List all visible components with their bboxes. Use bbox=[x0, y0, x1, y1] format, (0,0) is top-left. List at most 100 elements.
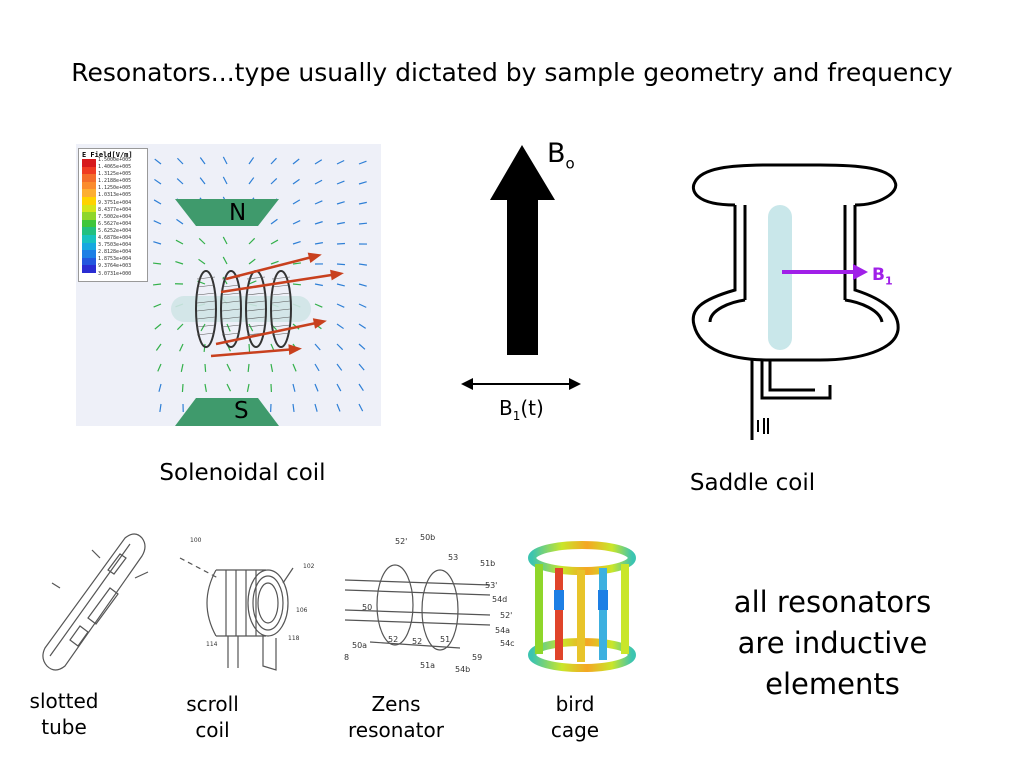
north-pole-label: N bbox=[229, 200, 247, 226]
zens-ref-label: 53 bbox=[448, 553, 458, 562]
field-vector bbox=[158, 383, 162, 392]
field-vector bbox=[176, 323, 184, 331]
field-vector bbox=[200, 323, 206, 332]
field-vector bbox=[314, 363, 320, 372]
field-vector bbox=[152, 283, 162, 286]
inductive-elements-note: all resonators are inductive elements bbox=[733, 585, 932, 701]
field-vector bbox=[159, 403, 162, 413]
coil-turn bbox=[195, 270, 217, 348]
field-vector bbox=[204, 383, 207, 392]
zens-ref-label: 8 bbox=[344, 653, 349, 662]
field-vector bbox=[358, 283, 367, 287]
legend-swatch bbox=[82, 189, 96, 197]
field-vector bbox=[358, 303, 367, 308]
scroll-coil-drawing: 100 102 106 114 118 bbox=[179, 537, 315, 671]
field-vector bbox=[292, 240, 301, 245]
coil-turn bbox=[270, 270, 292, 348]
b1-label: B1 bbox=[872, 265, 893, 288]
legend-swatch bbox=[82, 174, 96, 182]
field-vector bbox=[175, 239, 184, 245]
field-vector bbox=[292, 283, 302, 286]
field-vector bbox=[336, 263, 346, 266]
field-vector bbox=[248, 177, 255, 185]
zens-ref-label: 50b bbox=[420, 533, 435, 542]
field-vector bbox=[198, 238, 206, 245]
field-vector bbox=[314, 403, 318, 412]
field-vector bbox=[314, 221, 323, 225]
field-arrow-red bbox=[220, 272, 339, 294]
field-vector bbox=[336, 363, 343, 371]
zens-resonator-drawing: 52'50b5351b53'54d52'54a54c5954b51a515252… bbox=[344, 533, 515, 674]
field-vector bbox=[248, 280, 257, 285]
field-vector bbox=[292, 220, 301, 225]
scroll-ref-label: 102 bbox=[303, 563, 315, 570]
legend-value: 1.1250e+005 bbox=[98, 185, 132, 192]
field-vector bbox=[248, 237, 256, 245]
solenoid-caption: Solenoidal coil bbox=[159, 460, 326, 486]
scroll-ref-label: 106 bbox=[296, 607, 308, 614]
zens-ref-label: 52 bbox=[388, 635, 398, 644]
field-vector bbox=[314, 383, 319, 392]
field-vector bbox=[179, 343, 184, 352]
legend-swatch bbox=[82, 181, 96, 190]
field-vector bbox=[358, 201, 367, 205]
legend-swatch bbox=[82, 219, 96, 228]
field-vector bbox=[336, 383, 342, 392]
legend-swatch bbox=[82, 196, 96, 205]
field-vector bbox=[358, 222, 368, 225]
field-vector bbox=[358, 263, 368, 266]
field-vector bbox=[314, 159, 323, 165]
legend-swatch bbox=[82, 212, 96, 220]
field-vector bbox=[336, 403, 341, 412]
field-vector bbox=[270, 363, 274, 372]
field-vector bbox=[270, 157, 277, 165]
scroll-ref-label: 118 bbox=[288, 635, 300, 642]
zens-ref-label: 59 bbox=[472, 653, 482, 662]
field-vector bbox=[154, 178, 162, 185]
field-arrow-red bbox=[215, 320, 322, 346]
legend-swatch bbox=[82, 234, 96, 243]
b0-label: Bo bbox=[547, 138, 575, 173]
field-vector bbox=[155, 343, 162, 351]
field-vector bbox=[336, 201, 345, 205]
field-vector bbox=[292, 199, 301, 205]
field-vector bbox=[175, 260, 184, 265]
field-vector bbox=[248, 258, 256, 265]
field-vector bbox=[153, 303, 162, 308]
field-vector bbox=[154, 323, 162, 330]
field-vector bbox=[336, 303, 345, 308]
field-vector bbox=[336, 221, 345, 225]
legend-swatch bbox=[82, 265, 96, 273]
field-vector bbox=[336, 159, 345, 165]
field-vector bbox=[314, 303, 323, 308]
field-vector bbox=[358, 160, 367, 165]
field-vector bbox=[358, 343, 366, 350]
field-vector bbox=[222, 236, 228, 245]
field-vector bbox=[248, 323, 254, 332]
field-vector bbox=[292, 363, 297, 372]
legend-value: 3.7503e+004 bbox=[98, 242, 132, 249]
field-vector bbox=[292, 403, 295, 413]
field-vector bbox=[314, 242, 323, 245]
field-vector bbox=[314, 179, 323, 185]
legend-value: 9.3751e+004 bbox=[98, 199, 132, 206]
field-arrow-red bbox=[225, 254, 317, 281]
zens-ref-label: 54b bbox=[455, 665, 470, 674]
field-vector bbox=[270, 260, 279, 265]
field-vector bbox=[248, 157, 255, 165]
field-vector bbox=[154, 158, 162, 165]
zens-ref-label: 52' bbox=[500, 611, 512, 620]
zens-ref-label: 50a bbox=[352, 641, 367, 650]
field-vector bbox=[270, 178, 278, 185]
legend-swatch bbox=[82, 159, 96, 167]
legend-value: 1.4065e+005 bbox=[98, 164, 132, 171]
field-vector bbox=[314, 283, 323, 287]
field-vector bbox=[358, 181, 367, 185]
south-pole-piece bbox=[175, 398, 279, 426]
legend-value: 1.2188e+005 bbox=[98, 178, 132, 185]
field-vector bbox=[336, 242, 346, 245]
field-vector bbox=[336, 180, 345, 185]
